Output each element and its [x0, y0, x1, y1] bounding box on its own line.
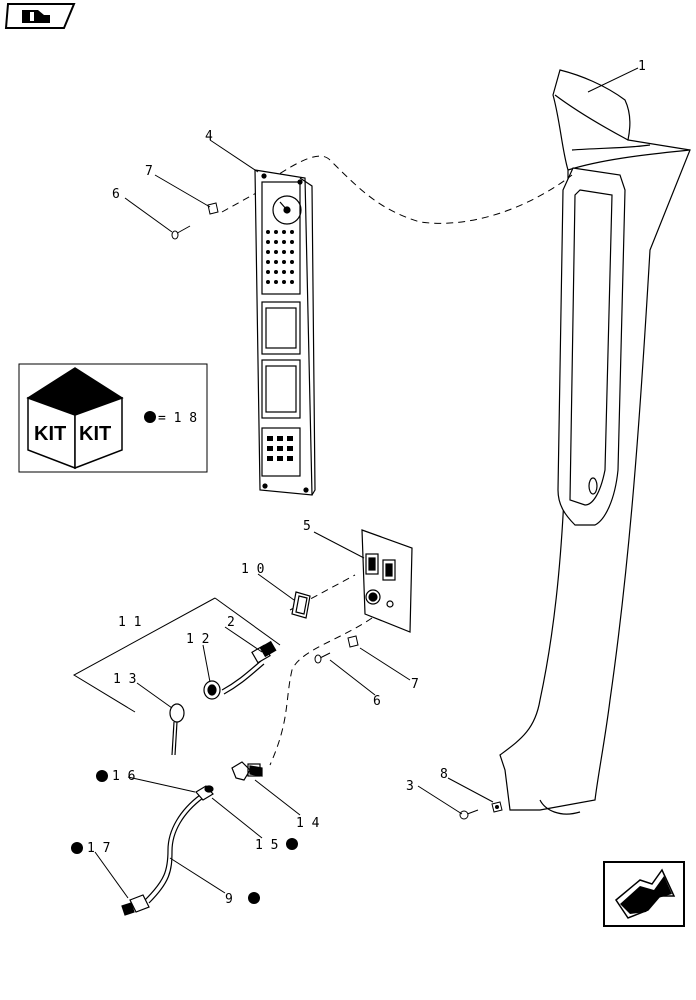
book-navigation-icon[interactable] — [4, 3, 76, 29]
part-8-clip-nut — [491, 801, 503, 813]
kit-marker-9 — [248, 892, 260, 904]
kit-marker-16 — [96, 770, 108, 782]
part-9-wiring-harness — [144, 794, 204, 904]
keypad-buttons — [267, 436, 293, 461]
part-6-screw-upper — [171, 225, 191, 240]
part-4-instrument-cluster — [254, 169, 316, 496]
callout-16: 1 6 — [112, 769, 135, 784]
callout-6-upper: 6 — [112, 187, 120, 202]
callout-10: 1 0 — [241, 562, 264, 577]
kit-marker-15 — [286, 838, 298, 850]
kit-box-icon — [26, 367, 124, 470]
next-page-arrow-icon[interactable] — [603, 861, 685, 927]
part-17-terminal — [121, 894, 150, 916]
part-12-power-socket — [203, 640, 277, 700]
part-11-assembly-bracket — [72, 597, 281, 713]
callout-11: 1 1 — [118, 615, 141, 630]
part-10-gasket — [291, 591, 311, 619]
callout-8: 8 — [440, 767, 448, 782]
part-14-rotary-switch — [231, 761, 263, 781]
callout-13: 1 3 — [113, 672, 136, 687]
part-3-screw — [459, 809, 479, 820]
part-7-clip-nut-lower — [347, 635, 359, 648]
part-5-switch-panel — [361, 529, 413, 633]
kit-marker-17 — [71, 842, 83, 854]
leader-lines — [94, 67, 639, 899]
callout-6-lower: 6 — [373, 694, 381, 709]
part-7-clip-nut-upper — [207, 202, 219, 215]
callout-17: 1 7 — [87, 841, 110, 856]
part-16-connector — [195, 785, 214, 801]
callout-14: 1 4 — [296, 816, 320, 831]
callout-12: 1 2 — [186, 632, 209, 647]
callout-4: 4 — [205, 129, 213, 144]
part-1-pillar-trim — [499, 69, 691, 815]
callout-15: 1 5 — [255, 838, 278, 853]
kit-label-right: KIT — [79, 423, 111, 445]
part-6-screw-lower — [314, 652, 331, 664]
kit-label-left: KIT — [34, 423, 66, 445]
part-13-socket-cap — [169, 703, 185, 756]
callout-1: 1 — [638, 59, 646, 74]
kit-equals-ref: = 1 8 — [158, 411, 197, 426]
callout-2: 2 — [227, 615, 235, 630]
kit-legend-box: KIT KIT = 1 8 — [18, 363, 208, 473]
callout-3: 3 — [406, 779, 414, 794]
callout-7-lower: 7 — [411, 677, 419, 692]
callout-5: 5 — [303, 519, 311, 534]
callout-9: 9 — [225, 892, 233, 907]
kit-marker-dot — [144, 411, 156, 423]
callout-7-upper: 7 — [145, 164, 153, 179]
indicator-lights — [266, 230, 294, 284]
